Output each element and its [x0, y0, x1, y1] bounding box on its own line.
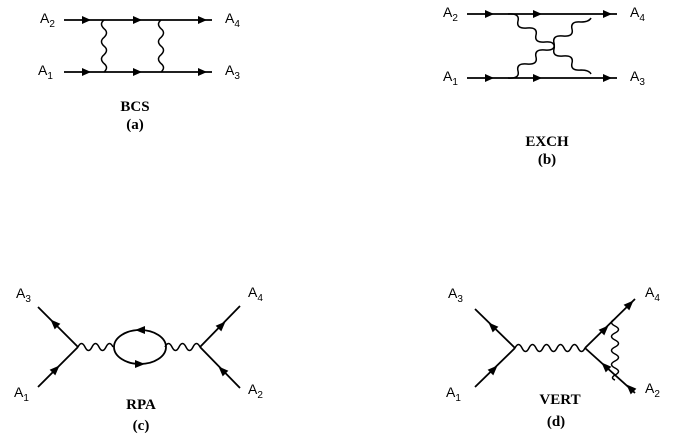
loop-c	[113, 329, 167, 365]
caption-a-name: BCS	[120, 99, 149, 115]
arrow-d-lower-right-2	[626, 384, 637, 395]
label-b2: A2	[443, 4, 458, 24]
line-d-lower-right	[584, 347, 636, 394]
arrow-b-top-3	[603, 10, 612, 18]
arrow-a-bottom-2	[133, 68, 142, 76]
caption-b-name: EXCH	[525, 134, 569, 150]
line-c-upper-left	[37, 306, 79, 348]
photon-a-left	[100, 19, 108, 73]
arrow-b-bottom-2	[533, 74, 542, 82]
arrow-a-top-3	[198, 16, 207, 24]
label-d1: A1	[446, 384, 461, 404]
photon-b-diag-2	[507, 17, 592, 79]
arrow-c-loop-bottom	[135, 360, 145, 368]
label-a3: A3	[225, 62, 240, 82]
label-c4: A4	[248, 284, 263, 304]
photon-a-right	[157, 19, 165, 73]
label-d2: A2	[645, 380, 660, 400]
arrow-d-lower-left	[487, 365, 498, 376]
arrow-c-upper-right	[215, 321, 226, 332]
diagram-a-bcs: A2 A1 A4 A3 BCS (a)	[38, 10, 240, 133]
label-b3: A3	[630, 68, 645, 88]
label-a1: A1	[38, 62, 53, 82]
arrow-d-upper-left	[488, 322, 499, 333]
label-b1: A1	[443, 68, 458, 88]
diagram-b-exch: A2 A1 A4 A3 EXCH (b)	[443, 4, 645, 168]
arrow-a-top-2	[133, 16, 142, 24]
arrow-b-top-2	[533, 10, 542, 18]
label-b4: A4	[630, 4, 645, 24]
label-d4: A4	[645, 284, 660, 304]
label-c1: A1	[14, 384, 29, 404]
caption-a-letter: (a)	[126, 117, 144, 133]
caption-c-name: RPA	[126, 397, 156, 413]
label-d3: A3	[448, 285, 463, 305]
photon-b-diag-1	[507, 13, 592, 75]
diagram-c-rpa: A3 A1 A4 A2 RPA (c)	[14, 284, 263, 434]
arrow-d-upper-right-2	[623, 300, 634, 311]
label-c3: A3	[16, 285, 31, 305]
diagram-d-vert: A3 A1 A4 A2 VERT (d)	[446, 284, 660, 430]
caption-d-name: VERT	[539, 392, 580, 408]
caption-b-letter: (b)	[538, 152, 556, 168]
photon-d-vertical	[610, 318, 620, 381]
arrow-b-bottom-1	[485, 74, 494, 82]
arrow-a-bottom-3	[198, 68, 207, 76]
label-c2: A2	[248, 381, 263, 401]
arrow-d-upper-right-1	[598, 325, 609, 336]
caption-c-letter: (c)	[133, 418, 150, 434]
caption-d-letter: (d)	[547, 414, 565, 430]
arrow-c-loop-top	[135, 326, 145, 334]
arrow-c-upper-left	[50, 319, 61, 330]
photon-c-left	[77, 342, 114, 352]
label-a4: A4	[225, 10, 240, 30]
arrow-b-bottom-3	[603, 74, 612, 82]
arrow-c-lower-left	[49, 365, 60, 376]
arrow-d-lower-right-1	[601, 362, 612, 373]
arrow-c-lower-right	[218, 366, 229, 377]
arrow-a-top-1	[82, 16, 91, 24]
arrow-b-top-1	[485, 10, 494, 18]
label-a2: A2	[40, 10, 55, 30]
arrow-a-bottom-1	[82, 68, 91, 76]
photon-c-right	[164, 342, 201, 352]
photon-d-horizontal	[514, 343, 586, 353]
